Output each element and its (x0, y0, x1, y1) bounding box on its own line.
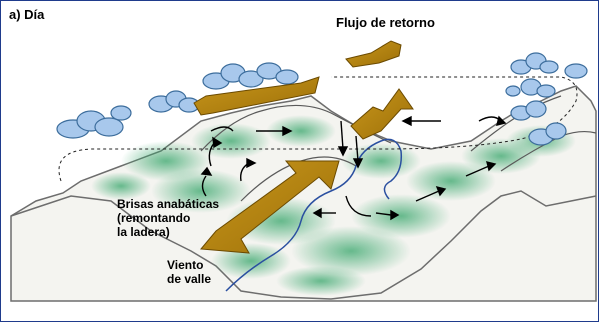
cloud-left2 (148, 90, 200, 113)
panel-label: a) Día (9, 7, 45, 22)
anabatic-label-line: (remontando (117, 211, 191, 225)
cloud-right5 (528, 122, 567, 146)
arrow-descend (340, 120, 344, 150)
big-arrows (193, 40, 414, 254)
river (225, 138, 403, 292)
cloud-right2 (564, 63, 588, 79)
anabatic-breeze-label: Brisas anabáticas (remontando la ladera) (117, 197, 219, 239)
return-flow-label: Flujo de retorno (336, 15, 435, 30)
cloud-right3 (505, 78, 556, 98)
circulation-loop (58, 76, 578, 182)
clouds (56, 52, 588, 146)
return-flow-arrow-2 (193, 76, 320, 116)
arrow-down-right (355, 135, 359, 162)
valley-label-line: Viento (167, 258, 204, 272)
arrow-left-slope-lower (201, 175, 207, 197)
terrain-front-edge (10, 190, 597, 300)
cloud-right4 (510, 100, 547, 121)
cloud-left (56, 105, 132, 139)
anabatic-label-line: la ladera) (117, 225, 170, 239)
valley-wind-label: Viento de valle (167, 258, 211, 286)
arrow-curl (345, 195, 372, 217)
arrow-center-right (375, 212, 392, 216)
cloud-right1 (510, 52, 559, 75)
arrow-left-loop (210, 126, 234, 132)
rising-arrow (350, 88, 414, 140)
arrow-up-right (415, 190, 440, 202)
valley-label-line: de valle (167, 272, 212, 286)
small-arrows (200, 115, 507, 221)
cloud-mid (202, 62, 299, 90)
arrow-right-slope (465, 165, 490, 177)
valley-wind-arrow (200, 160, 340, 254)
anabatic-label-line: Brisas anabáticas (117, 197, 220, 211)
return-flow-arrow (345, 40, 402, 68)
